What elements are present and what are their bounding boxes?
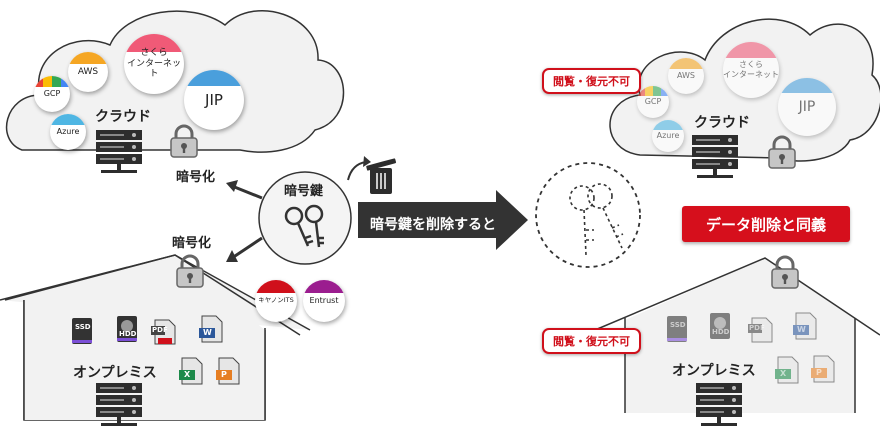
ssd-icon [72, 318, 92, 344]
hdd-icon [710, 313, 730, 339]
pdf-label: PDF [152, 326, 168, 334]
delete-arrow [358, 190, 528, 250]
cloud-no-access-badge: 閲覧・復元不可 [542, 68, 641, 94]
pdf-file-icon [748, 317, 773, 343]
canon-its-badge: キヤノンITS [255, 280, 297, 322]
server-icon [696, 383, 742, 426]
left-encrypt-cloud-label: 暗号化 [176, 170, 216, 185]
sakura-badge: さくらインターネット [723, 42, 779, 98]
word-label: W [203, 328, 212, 337]
ssd-label: SSD [75, 323, 91, 331]
pdf-file-icon [151, 319, 176, 345]
left-onprem-label: オンプレミス [73, 365, 157, 381]
sakura-line2: インターネット [126, 58, 181, 80]
powerpoint-file-icon [811, 355, 835, 383]
server-icon [692, 135, 738, 178]
hdd-label: HDD [119, 330, 137, 338]
onprem-no-access-badge: 閲覧・復元不可 [542, 328, 641, 354]
excel-file-icon [179, 357, 203, 385]
jip-badge: JIP [778, 78, 836, 136]
deleted-key-icon [569, 183, 624, 256]
hdd-label: HDD [712, 328, 730, 336]
arrow-label: 暗号鍵を削除すると [370, 217, 496, 233]
excel-file-icon [775, 356, 799, 384]
sakura-line1: さくら [140, 47, 168, 58]
entrust-badge: Entrust [303, 280, 345, 322]
powerpoint-file-icon [216, 357, 240, 385]
trash-icon [366, 158, 397, 194]
gcp-badge: GCP [34, 76, 70, 112]
left-cloud-label: クラウド [95, 109, 151, 125]
jip-badge: JIP [184, 70, 244, 130]
right-cloud-label: クラウド [694, 115, 750, 131]
right-onprem-label: オンプレミス [672, 363, 756, 379]
ssd-icon [667, 316, 687, 342]
data-deletion-equivalent-box: データ削除と同義 [682, 206, 850, 242]
sakura-line1: さくら [739, 60, 763, 70]
left-encrypt-onprem-label: 暗号化 [172, 236, 212, 251]
sakura-badge: さくらインターネット [124, 34, 184, 94]
lock-icon [770, 255, 800, 290]
hdd-icon [117, 316, 137, 342]
aws-badge: AWS [668, 58, 704, 94]
ssd-label: SSD [670, 321, 686, 329]
azure-badge: Azure [50, 114, 86, 150]
excel-label: X [184, 370, 191, 379]
word-label: W [797, 325, 806, 334]
pdf-label: PDF [749, 324, 765, 332]
key-icon [284, 204, 324, 248]
gcp-badge: GCP [637, 86, 669, 118]
azure-badge: Azure [652, 120, 684, 152]
ppt-label: P [221, 370, 227, 379]
ppt-label: P [816, 368, 822, 377]
key-label: 暗号鍵 [284, 184, 324, 199]
sakura-line2: インターネット [723, 70, 779, 79]
key-circle [258, 171, 352, 265]
excel-label: X [780, 369, 787, 378]
server-icon [96, 130, 142, 173]
deleted-key-circle [535, 162, 641, 268]
aws-badge: AWS [68, 52, 108, 92]
